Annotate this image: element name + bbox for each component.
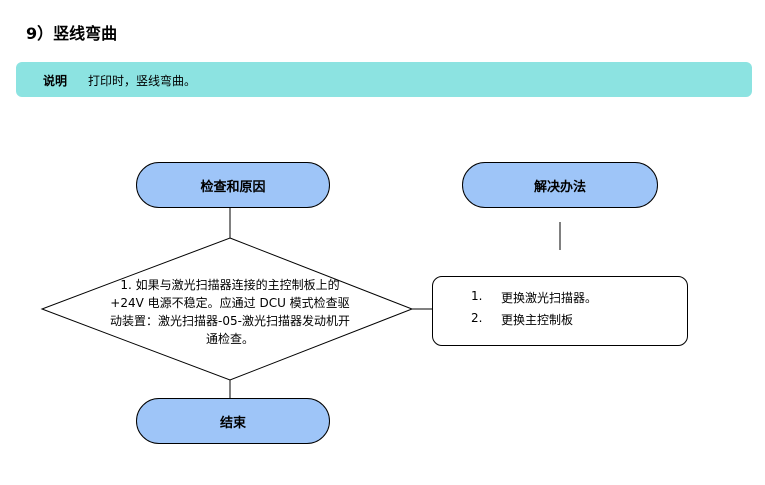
note-label: 说明 [43, 74, 68, 88]
solution-item: 2. 更换主控制板 [471, 311, 597, 333]
solution-item-number: 2. [471, 311, 483, 325]
solution-list: 1. 更换激光扫描器。 2. 更换主控制板 [471, 289, 597, 333]
note-bar: 说明 打印时，竖线弯曲。 [16, 62, 752, 97]
solution-item-text: 更换主控制板 [501, 313, 574, 327]
solution-item-number: 1. [471, 289, 483, 303]
check-cause-pill: 检查和原因 [136, 162, 330, 208]
diamond-text: 1. 如果与激光扫描器连接的主控制板上的+24V 电源不稳定。应通过 DCU 模… [110, 278, 350, 346]
page-title: 9）竖线弯曲 [26, 24, 118, 43]
solution-pill: 解决办法 [462, 162, 658, 208]
solution-item-text: 更换激光扫描器。 [501, 291, 598, 305]
solution-box: 1. 更换激光扫描器。 2. 更换主控制板 [432, 276, 688, 346]
solution-item: 1. 更换激光扫描器。 [471, 289, 597, 311]
note-text: 打印时，竖线弯曲。 [88, 74, 197, 88]
end-pill: 结束 [136, 398, 330, 444]
